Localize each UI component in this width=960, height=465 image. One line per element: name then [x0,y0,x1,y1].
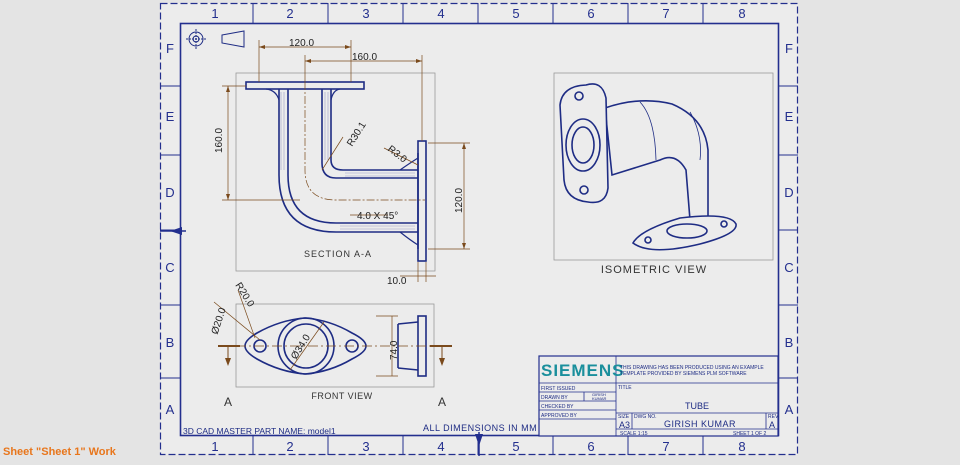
title-value: TUBE [685,401,709,411]
zone-col-bottom-6: 6 [587,439,594,454]
first-issued-label: FIRST ISSUED [541,386,576,392]
front-view-label: FRONT VIEW [311,391,372,401]
size-label: SIZE [618,414,630,420]
drawn-by-label: DRAWN BY [541,395,568,401]
dim-74: 74.0 [389,340,400,360]
section-dimension-arrows [226,45,466,249]
zone-col-top-5: 5 [512,6,519,21]
zone-row-left-E: E [166,109,175,124]
title-block [538,355,779,437]
zone-col-bottom-3: 3 [362,439,369,454]
checked-by-label: CHECKED BY [541,404,574,410]
zone-col-bottom-4: 4 [437,439,444,454]
zone-col-top-4: 4 [437,6,444,21]
zone-row-left-D: D [165,185,174,200]
zone-row-left-C: C [165,260,174,275]
rev-label: REV [768,414,779,420]
zone-col-bottom-7: 7 [662,439,669,454]
size-value: A3 [619,420,630,430]
section-marker-right: A [438,395,446,409]
zone-row-left-F: F [166,41,174,56]
zone-row-right-F: F [785,41,793,56]
master-part-note: 3D CAD MASTER PART NAME: model1 [183,426,336,436]
sheet-text: SHEET 1 OF 2 [733,431,766,437]
zone-row-right-B: B [785,335,794,350]
isometric-view-geometry [559,83,737,251]
zone-row-left-B: B [166,335,175,350]
front-dimension-lines [213,289,398,377]
dwg-no-value: GIRISH KUMAR [664,419,736,429]
zone-row-right-D: D [784,185,793,200]
zone-col-bottom-1: 1 [211,439,218,454]
zone-col-top-7: 7 [662,6,669,21]
drawn-by-value-1: GIRISH [592,392,606,397]
zone-col-bottom-5: 5 [512,439,519,454]
dim-160-left: 160.0 [214,128,225,153]
zone-col-top-2: 2 [286,6,293,21]
drawn-by-value-2: KUMAR [592,396,607,401]
zone-col-top-3: 3 [362,6,369,21]
sheet-status-label: Sheet "Sheet 1" Work [3,446,116,458]
scale-text: SCALE 1:15 [620,431,648,437]
title-label: TITLE [618,385,632,391]
section-marker-left: A [224,395,232,409]
zone-col-bottom-8: 8 [738,439,745,454]
disclaimer-line-2: TEMPLATE PROVIDED BY SIEMENS PLM SOFTWAR… [620,371,747,377]
zone-col-top-1: 1 [211,6,218,21]
projection-symbol [186,29,245,49]
all-dimensions-note: ALL DIMENSIONS IN MM [423,423,537,433]
siemens-logo: SIEMENS [541,361,625,380]
dwg-no-label: DWG NO. [634,414,657,420]
rev-value: A [769,420,775,430]
dim-160-top: 160.0 [352,52,377,63]
zone-row-right-E: E [785,109,794,124]
dim-chamfer: 4.0 X 45° [357,211,398,222]
section-view-frame [235,72,436,272]
section-center-lines [304,82,425,201]
zone-col-top-8: 8 [738,6,745,21]
zone-col-top-6: 6 [587,6,594,21]
isometric-view-frame [553,72,774,261]
zone-row-right-C: C [784,260,793,275]
zone-ticks [160,3,798,455]
approved-by-label: APPROVED BY [541,413,578,419]
dim-120-top: 120.0 [289,38,314,49]
section-view-label: SECTION A-A [304,249,372,259]
section-hatch [280,92,415,230]
isometric-view-label: ISOMETRIC VIEW [601,264,707,276]
dim-10: 10.0 [387,276,407,287]
dim-120-right: 120.0 [454,188,465,213]
zone-col-bottom-2: 2 [286,439,293,454]
zone-row-left-A: A [166,402,175,417]
section-cut-line [218,345,452,366]
disclaimer-line-1: THIS DRAWING HAS BEEN PRODUCED USING AN … [620,365,764,371]
zone-row-right-A: A [785,402,794,417]
